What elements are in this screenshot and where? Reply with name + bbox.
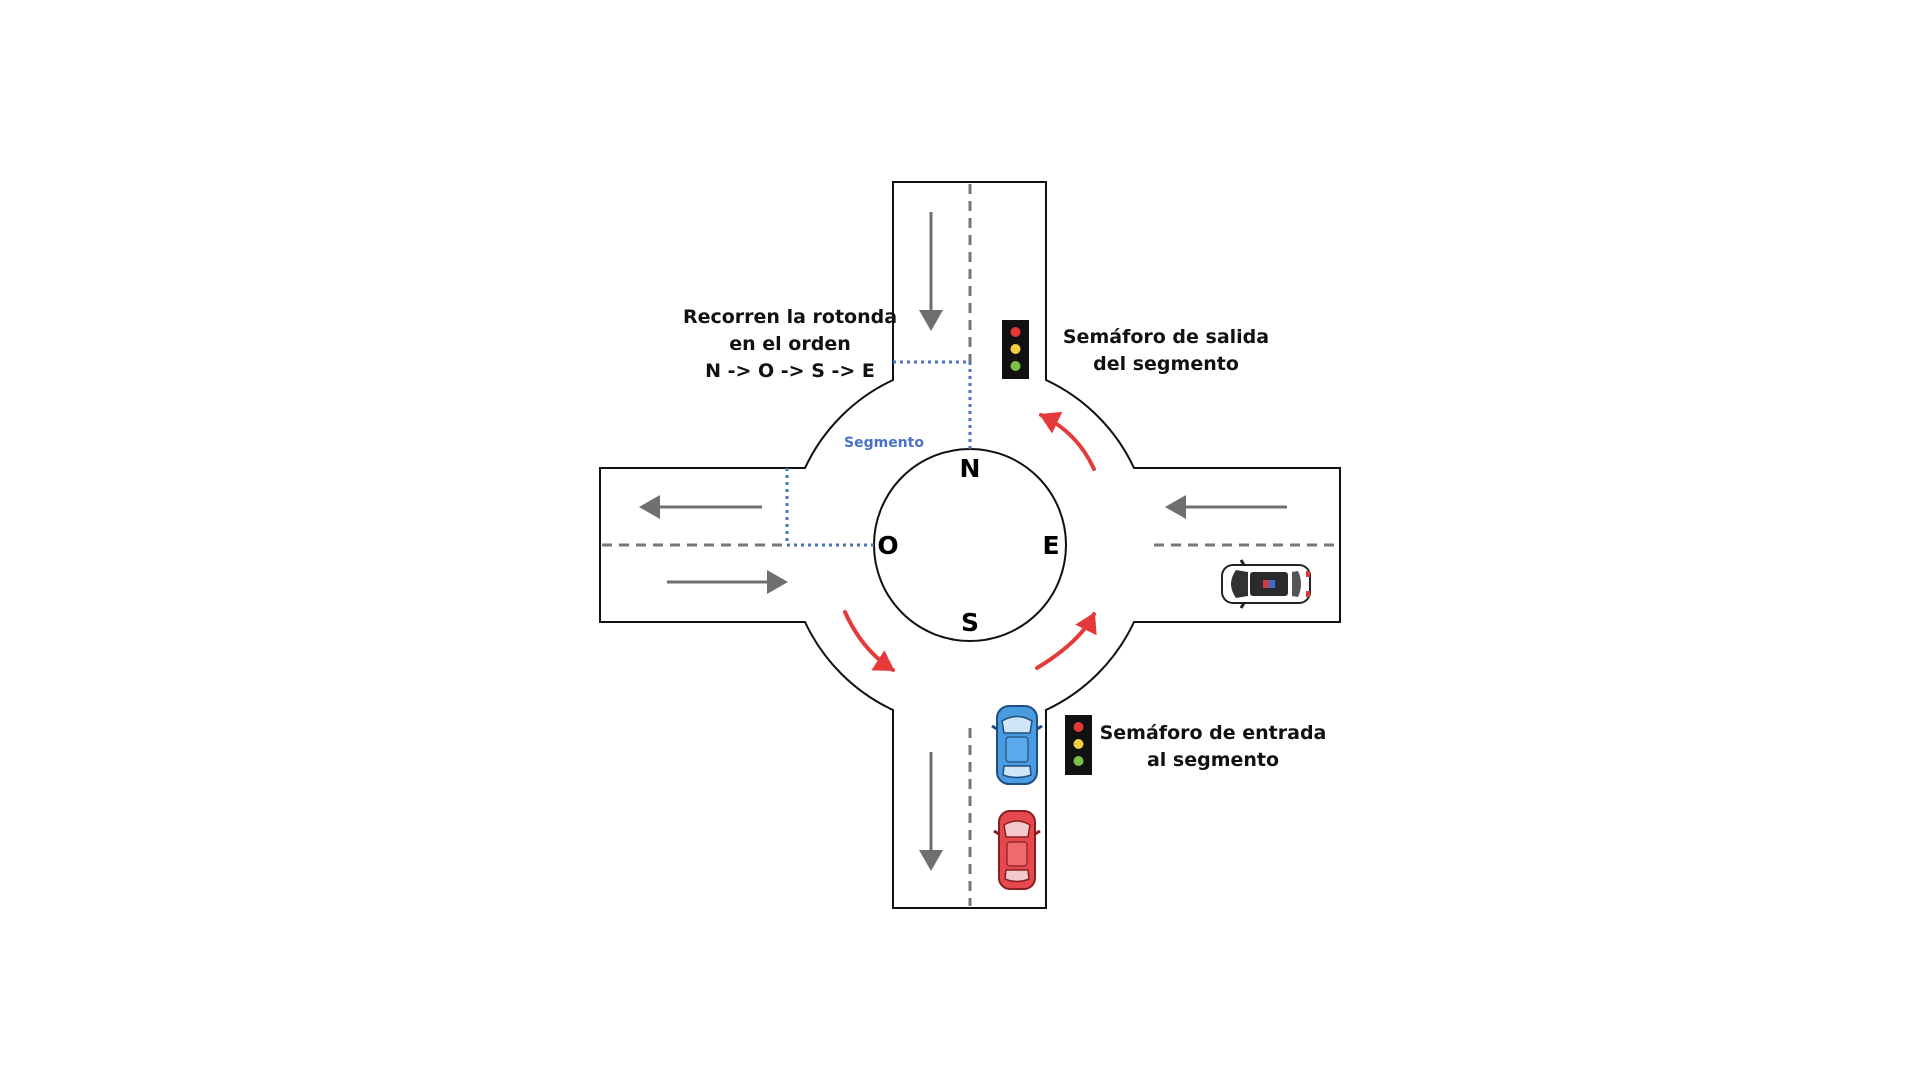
circulation-arrows <box>843 411 1097 672</box>
segment-boundary <box>785 360 972 547</box>
circulation-arrow-south-east-icon <box>1035 612 1097 670</box>
circulation-arrow-east-north-icon <box>1039 411 1096 471</box>
lane-arrows <box>639 212 1287 871</box>
exit-traffic-light-icon <box>1002 320 1029 379</box>
exit-light-note-line-2: del segmento <box>1093 353 1239 375</box>
entry-traffic-light-icon <box>1065 715 1092 775</box>
order-note-line-2: en el orden <box>729 333 851 355</box>
red-car-icon <box>993 810 1041 890</box>
circulation-arrow-west-south-icon <box>843 610 895 672</box>
lane-dividers <box>602 184 1338 906</box>
cardinal-south: S <box>960 608 979 637</box>
exit-light-note: Semáforo de salida del segmento <box>1056 324 1276 378</box>
cardinal-west: O <box>877 531 899 560</box>
order-note-line-1: Recorren la rotonda <box>682 306 898 328</box>
cardinal-east: E <box>1042 531 1060 560</box>
white-car-icon <box>1221 559 1311 609</box>
order-note: Recorren la rotonda en el orden N -> O -… <box>680 304 900 385</box>
segment-label: Segmento <box>844 435 924 451</box>
order-note-line-3: N -> O -> S -> E <box>705 360 875 382</box>
entry-light-note-line-2: al segmento <box>1146 749 1280 771</box>
cardinal-north: N <box>959 454 981 483</box>
exit-light-note-line-1: Semáforo de salida <box>1062 326 1270 348</box>
entry-light-note-line-1: Semáforo de entrada <box>1099 722 1327 744</box>
blue-car-icon <box>991 705 1043 785</box>
entry-light-note: Semáforo de entrada al segmento <box>1093 720 1333 774</box>
